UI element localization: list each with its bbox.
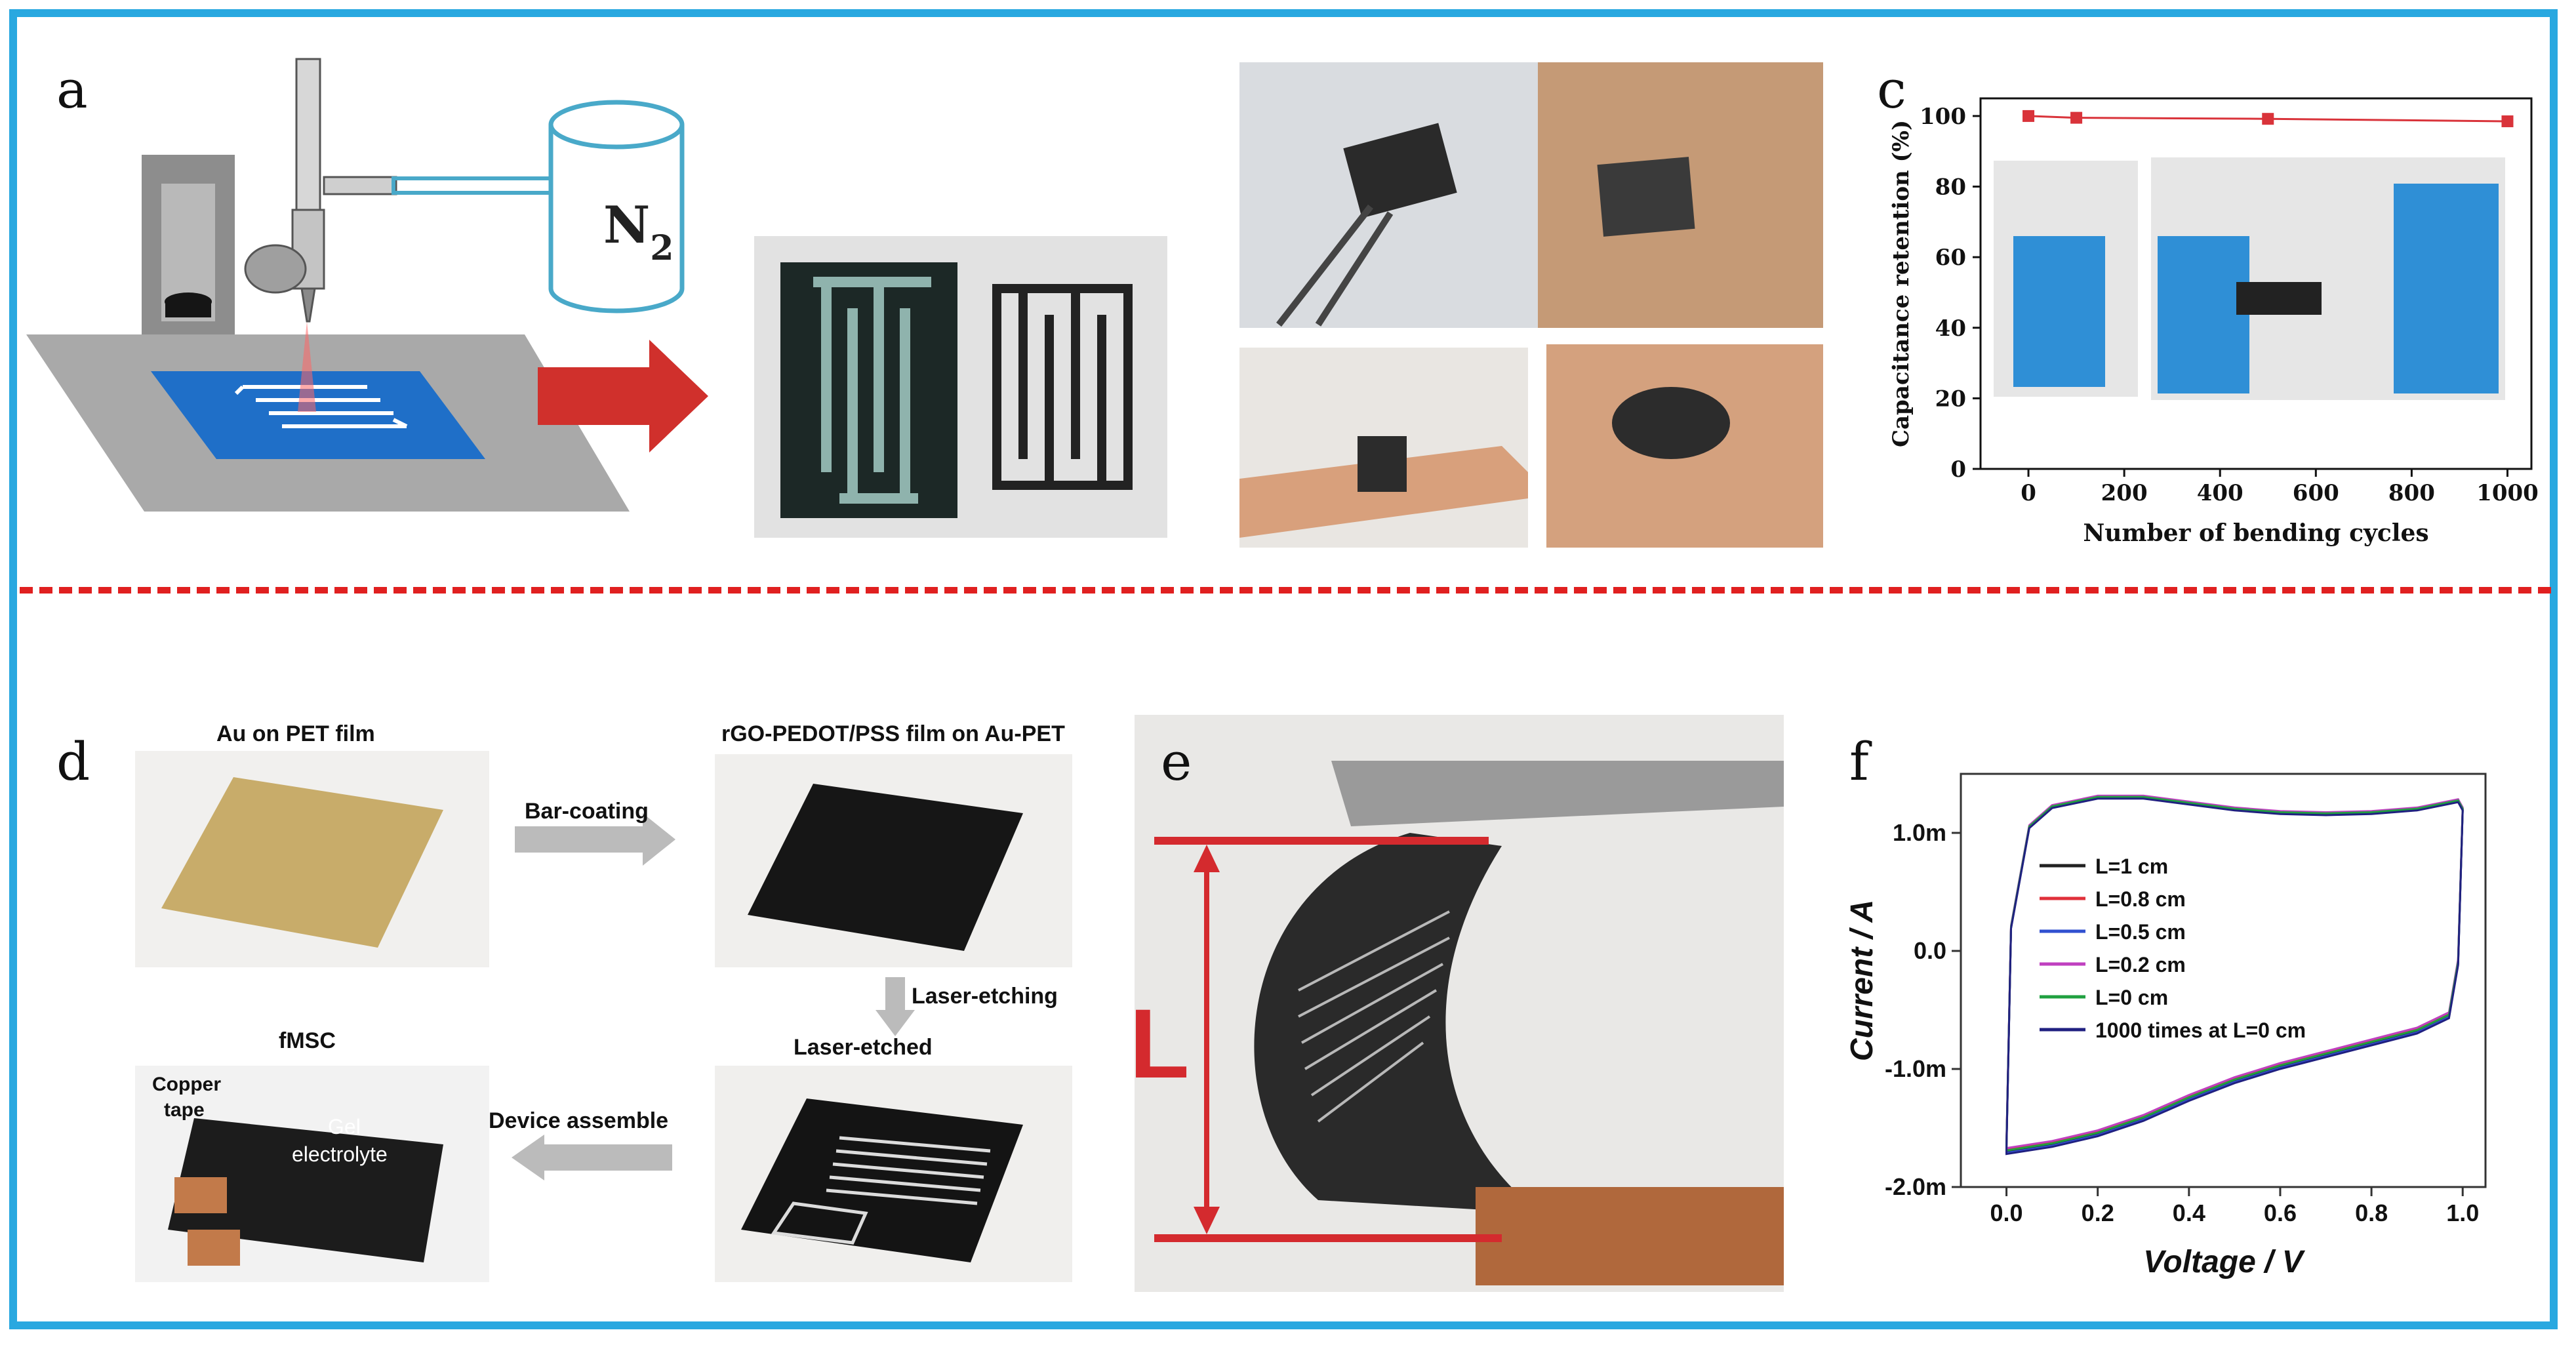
spray-cone: [298, 321, 316, 412]
y-tick-label: 40: [1935, 315, 1966, 342]
arrow-device-assemble: [512, 1135, 672, 1180]
figure-frame: [9, 9, 2558, 1329]
legend-label: L=0.8 cm: [2095, 887, 2186, 911]
legend-label: 1000 times at L=0 cm: [2095, 1018, 2306, 1042]
cv-curve: [2005, 795, 2464, 1152]
panel-label-c: c: [1877, 59, 1906, 120]
photo-laser-etched: [715, 1066, 1072, 1282]
step4-title: fMSC: [279, 1028, 336, 1053]
cv-curve: [2005, 795, 2464, 1152]
cv-curve: [2005, 797, 2464, 1156]
n2-label: N2: [603, 195, 674, 268]
copper-tape-label-2: tape: [164, 1099, 205, 1121]
x-tick-label: 600: [2293, 480, 2339, 506]
panel-label-f: f: [1849, 731, 1869, 792]
length-label: L: [1129, 988, 1190, 1098]
retention-line: [2028, 115, 2508, 123]
step2-title: rGO-PEDOT/PSS film on Au-PET: [721, 721, 1065, 746]
x-tick-label: 0.8: [2355, 1199, 2388, 1226]
chart-cv-curves: 0.0 0.2 0.4 0.6 0.8 1.0 -2.0m -1.0m 0.0 1.0mL=1 c…: [1845, 773, 2487, 1279]
y-tick-label: 100: [1920, 104, 1966, 130]
y-tick-label: 1.0m: [1893, 819, 1946, 846]
arrow-device-assemble-label: Device assemble: [489, 1108, 669, 1133]
device-left-black: [780, 262, 957, 518]
retention-point: [2262, 113, 2274, 125]
legend-label: L=0.2 cm: [2095, 953, 2186, 977]
panel-label-e: e: [1161, 731, 1192, 792]
y-tick-label: 0: [1950, 456, 1966, 483]
photo-rgo-film: [715, 754, 1072, 967]
photo-device-on-fingertip: [1546, 344, 1823, 548]
photo-device-on-finger: [1239, 348, 1528, 548]
x-tick-label: 1.0: [2446, 1199, 2479, 1226]
red-process-arrow: [538, 340, 708, 453]
inset-glove-1: [2013, 236, 2105, 387]
y-axis-title: Capacitance retention (%): [1888, 120, 1914, 447]
photo-au-on-pet: [135, 751, 489, 967]
gel-label-2: electrolyte: [292, 1142, 388, 1166]
arrow-laser-etching: [875, 977, 915, 1036]
photo-fmsc: [135, 1066, 489, 1282]
photo-bent-device: [1135, 715, 1784, 1292]
inset-glove-3: [2394, 184, 2499, 393]
x-tick-label: 0: [2021, 480, 2036, 506]
step3-title: Laser-etched: [794, 1035, 933, 1060]
step1-title: Au on PET film: [216, 721, 375, 746]
section-divider: [20, 587, 2551, 594]
device-left-pattern: [813, 277, 931, 504]
x-axis-title: Voltage / V: [2143, 1245, 2306, 1279]
legend-label: L=0 cm: [2095, 986, 2168, 1009]
arrow-bar-coating-label: Bar-coating: [525, 799, 649, 824]
legend-label: L=0.5 cm: [2095, 920, 2186, 944]
plot-frame: [1960, 773, 2487, 1188]
length-indicator: [1154, 837, 1502, 1242]
cv-curve: [2005, 794, 2464, 1150]
photo-transfer-film: [1239, 62, 1538, 328]
retention-point: [2023, 110, 2035, 122]
y-tick-label: 0.0: [1914, 937, 1946, 964]
x-tick-label: 400: [2197, 480, 2244, 506]
plot-frame: [1979, 97, 2533, 470]
n2-cylinder: [548, 100, 685, 313]
panel-label-a: a: [56, 59, 88, 120]
retention-point: [2501, 115, 2514, 127]
inset-glove-2: [2158, 236, 2249, 393]
y-tick-label: 80: [1935, 174, 1966, 201]
x-tick-label: 800: [2388, 480, 2435, 506]
photo-device-on-hand: [1538, 62, 1823, 328]
gas-tube: [392, 176, 573, 195]
x-axis-title: Number of bending cycles: [2083, 519, 2428, 547]
inset-device: [2236, 282, 2322, 315]
cv-curve: [2005, 797, 2464, 1154]
y-tick-label: 20: [1935, 386, 1966, 412]
cv-curve: [2005, 796, 2464, 1153]
x-tick-label: 1000: [2476, 480, 2539, 506]
y-axis-title: Current / A: [1845, 900, 1880, 1061]
y-tick-label: -1.0m: [1885, 1055, 1946, 1082]
gel-label-1: Gel: [328, 1115, 361, 1138]
airbrush: [244, 58, 397, 323]
x-tick-label: 0.2: [2082, 1199, 2114, 1226]
arrow-bar-coating: [515, 813, 675, 866]
panel-a-schematic: N2: [26, 58, 1167, 538]
retention-point: [2070, 111, 2083, 124]
x-tick-label: 200: [2101, 480, 2148, 506]
x-tick-label: 0.6: [2264, 1199, 2297, 1226]
x-tick-label: 0.0: [1990, 1199, 2023, 1226]
y-tick-label: -2.0m: [1885, 1173, 1946, 1200]
copper-tape-label-1: Copper: [152, 1074, 221, 1095]
panel-label-d: d: [56, 731, 91, 792]
x-tick-label: 0.4: [2173, 1199, 2205, 1226]
device-right-pattern: [992, 284, 1133, 490]
legend-label: L=1 cm: [2095, 855, 2168, 878]
arrow-laser-etching-label: Laser-etching: [912, 984, 1058, 1009]
y-tick-label: 60: [1935, 245, 1966, 271]
